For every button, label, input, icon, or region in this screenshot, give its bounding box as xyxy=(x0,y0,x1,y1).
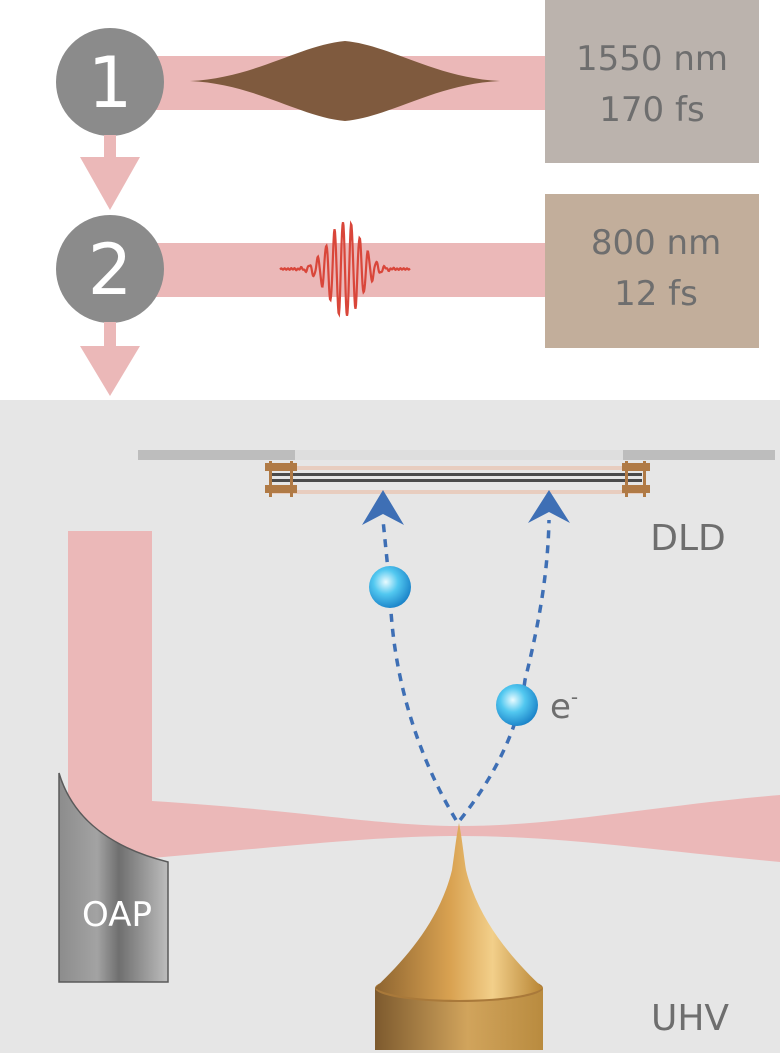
stage-2-wavelength: 800 nm xyxy=(591,223,721,263)
electron-upper xyxy=(369,566,411,608)
electron-lower xyxy=(496,684,538,726)
trajectory-arrowhead-right xyxy=(528,490,570,523)
uhv-label: UHV xyxy=(651,998,729,1039)
oap-label: OAP xyxy=(82,895,152,935)
stage-1-number: 1 xyxy=(88,42,133,124)
electron-trajectory-left xyxy=(381,519,458,821)
electron-label: e- xyxy=(550,685,578,727)
stage-2-info-box xyxy=(545,194,759,348)
metal-tip xyxy=(375,823,543,1050)
down-arrow-2 xyxy=(80,322,140,396)
stage-2-circle xyxy=(56,215,164,323)
dld-label: DLD xyxy=(650,518,726,559)
stage-2: 800 nm 12 fs 2 xyxy=(56,194,759,348)
off-axis-parabolic-mirror xyxy=(58,772,169,983)
tip-cone xyxy=(375,823,543,1000)
focused-laser-beam xyxy=(68,531,780,862)
stage-1-circle xyxy=(56,28,164,136)
delay-line-detector xyxy=(138,450,775,497)
electron-trajectory-right xyxy=(458,519,551,822)
stage-1-duration: 170 fs xyxy=(599,90,704,130)
stage-2-duration: 12 fs xyxy=(614,274,698,314)
stage-1: 1550 nm 170 fs 1 xyxy=(56,0,759,163)
trajectory-arrowhead-left xyxy=(362,490,404,525)
down-arrow-1 xyxy=(80,135,140,210)
stage-1-info-box xyxy=(545,0,759,163)
stage-1-wavelength: 1550 nm xyxy=(576,39,728,79)
envelope-pulse xyxy=(190,41,500,121)
oscillating-pulse xyxy=(279,220,411,318)
stage-2-number: 2 xyxy=(88,229,133,311)
